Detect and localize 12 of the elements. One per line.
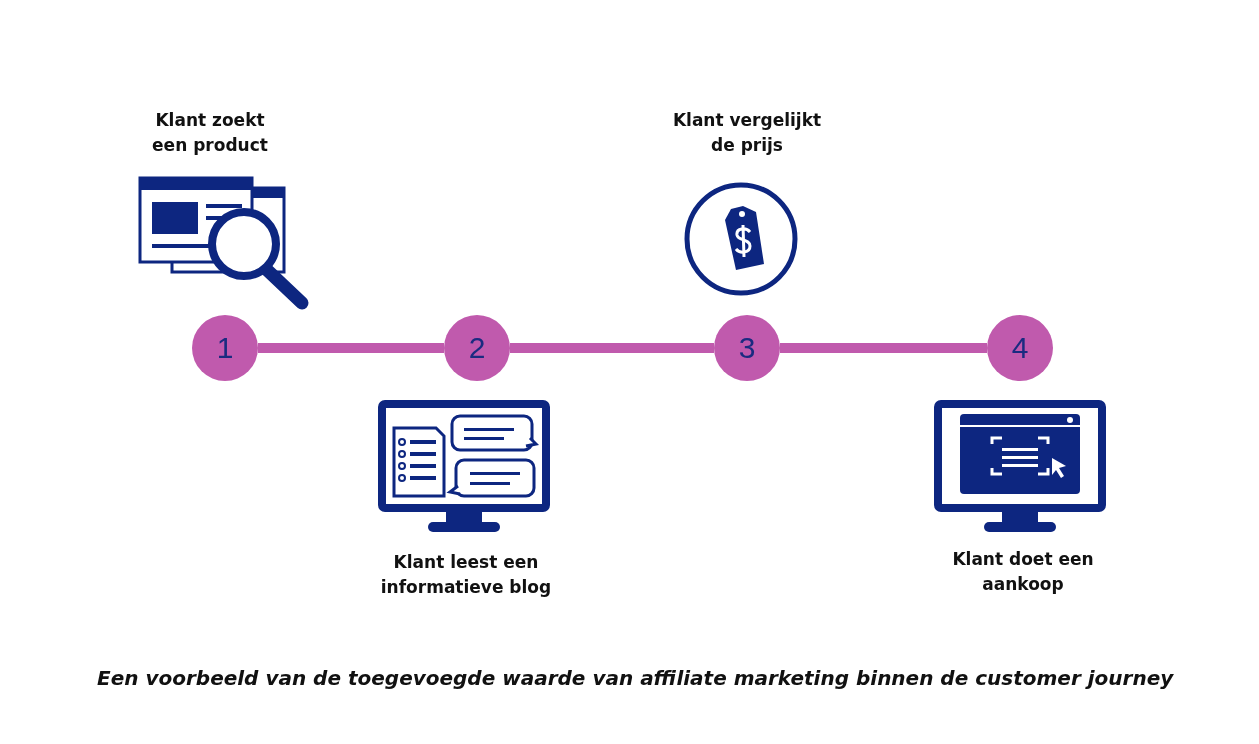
- caption: Een voorbeeld van de toegevoegde waarde van affiliate marketing binnen de customer journey: [97, 666, 1174, 690]
- step-label: Klant zoekt een product: [151, 109, 269, 157]
- step-label: Klant vergelijkt de prijs: [672, 109, 822, 157]
- step-circle: 2: [444, 315, 510, 381]
- step-circle: 3: [714, 315, 780, 381]
- connector-line: [258, 343, 444, 353]
- connector-line: [510, 343, 714, 353]
- step-label: Klant doet een aankoop: [951, 548, 1095, 596]
- connector-line: [780, 343, 987, 353]
- step-circle: 1: [192, 315, 258, 381]
- step-circle: 4: [987, 315, 1053, 381]
- step-label: Klant leest een informatieve blog: [379, 551, 553, 599]
